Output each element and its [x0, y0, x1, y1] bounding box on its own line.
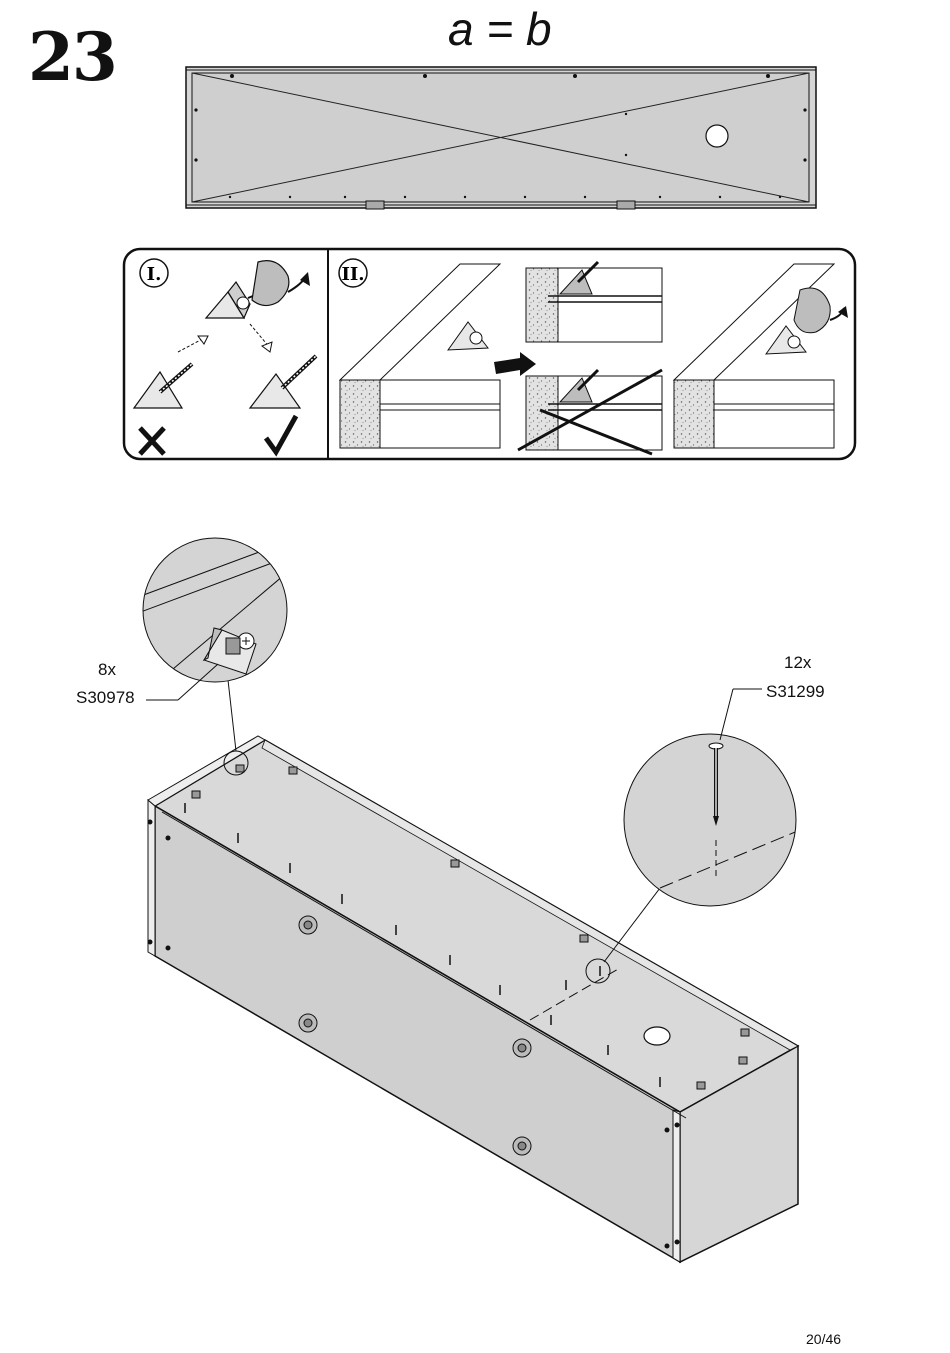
section-2-label: II. [341, 264, 364, 285]
nail-zoom-detail [604, 689, 800, 962]
section-1-label: I. [147, 264, 162, 285]
top-view-cabinet [186, 67, 816, 209]
cable-hole [706, 125, 728, 147]
bracket-zoom-detail [130, 538, 290, 751]
detail-panel: I. II. [124, 249, 855, 459]
